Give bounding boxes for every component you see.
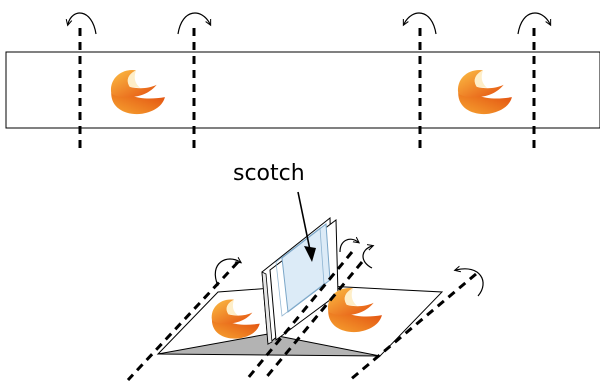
fold-line [262,261,364,381]
callout-arrowhead [304,246,316,262]
fold-arrow-icon [362,246,372,269]
fold-arrow-icon [177,12,210,35]
fold-arrow-icon [404,12,437,35]
assembled-model [126,191,484,381]
paper-strip [5,51,600,129]
fold-arrow-icon [68,12,97,35]
fold-arrow-icon [214,259,240,287]
fold-arrow-icon [339,239,358,253]
base-shadow [157,333,381,357]
callout-arrow [297,191,311,251]
fold-arrow-icon [517,12,550,35]
scotch-label: scotch [233,161,305,186]
top-strip [5,12,600,150]
fold-arrow-icon [456,269,484,297]
